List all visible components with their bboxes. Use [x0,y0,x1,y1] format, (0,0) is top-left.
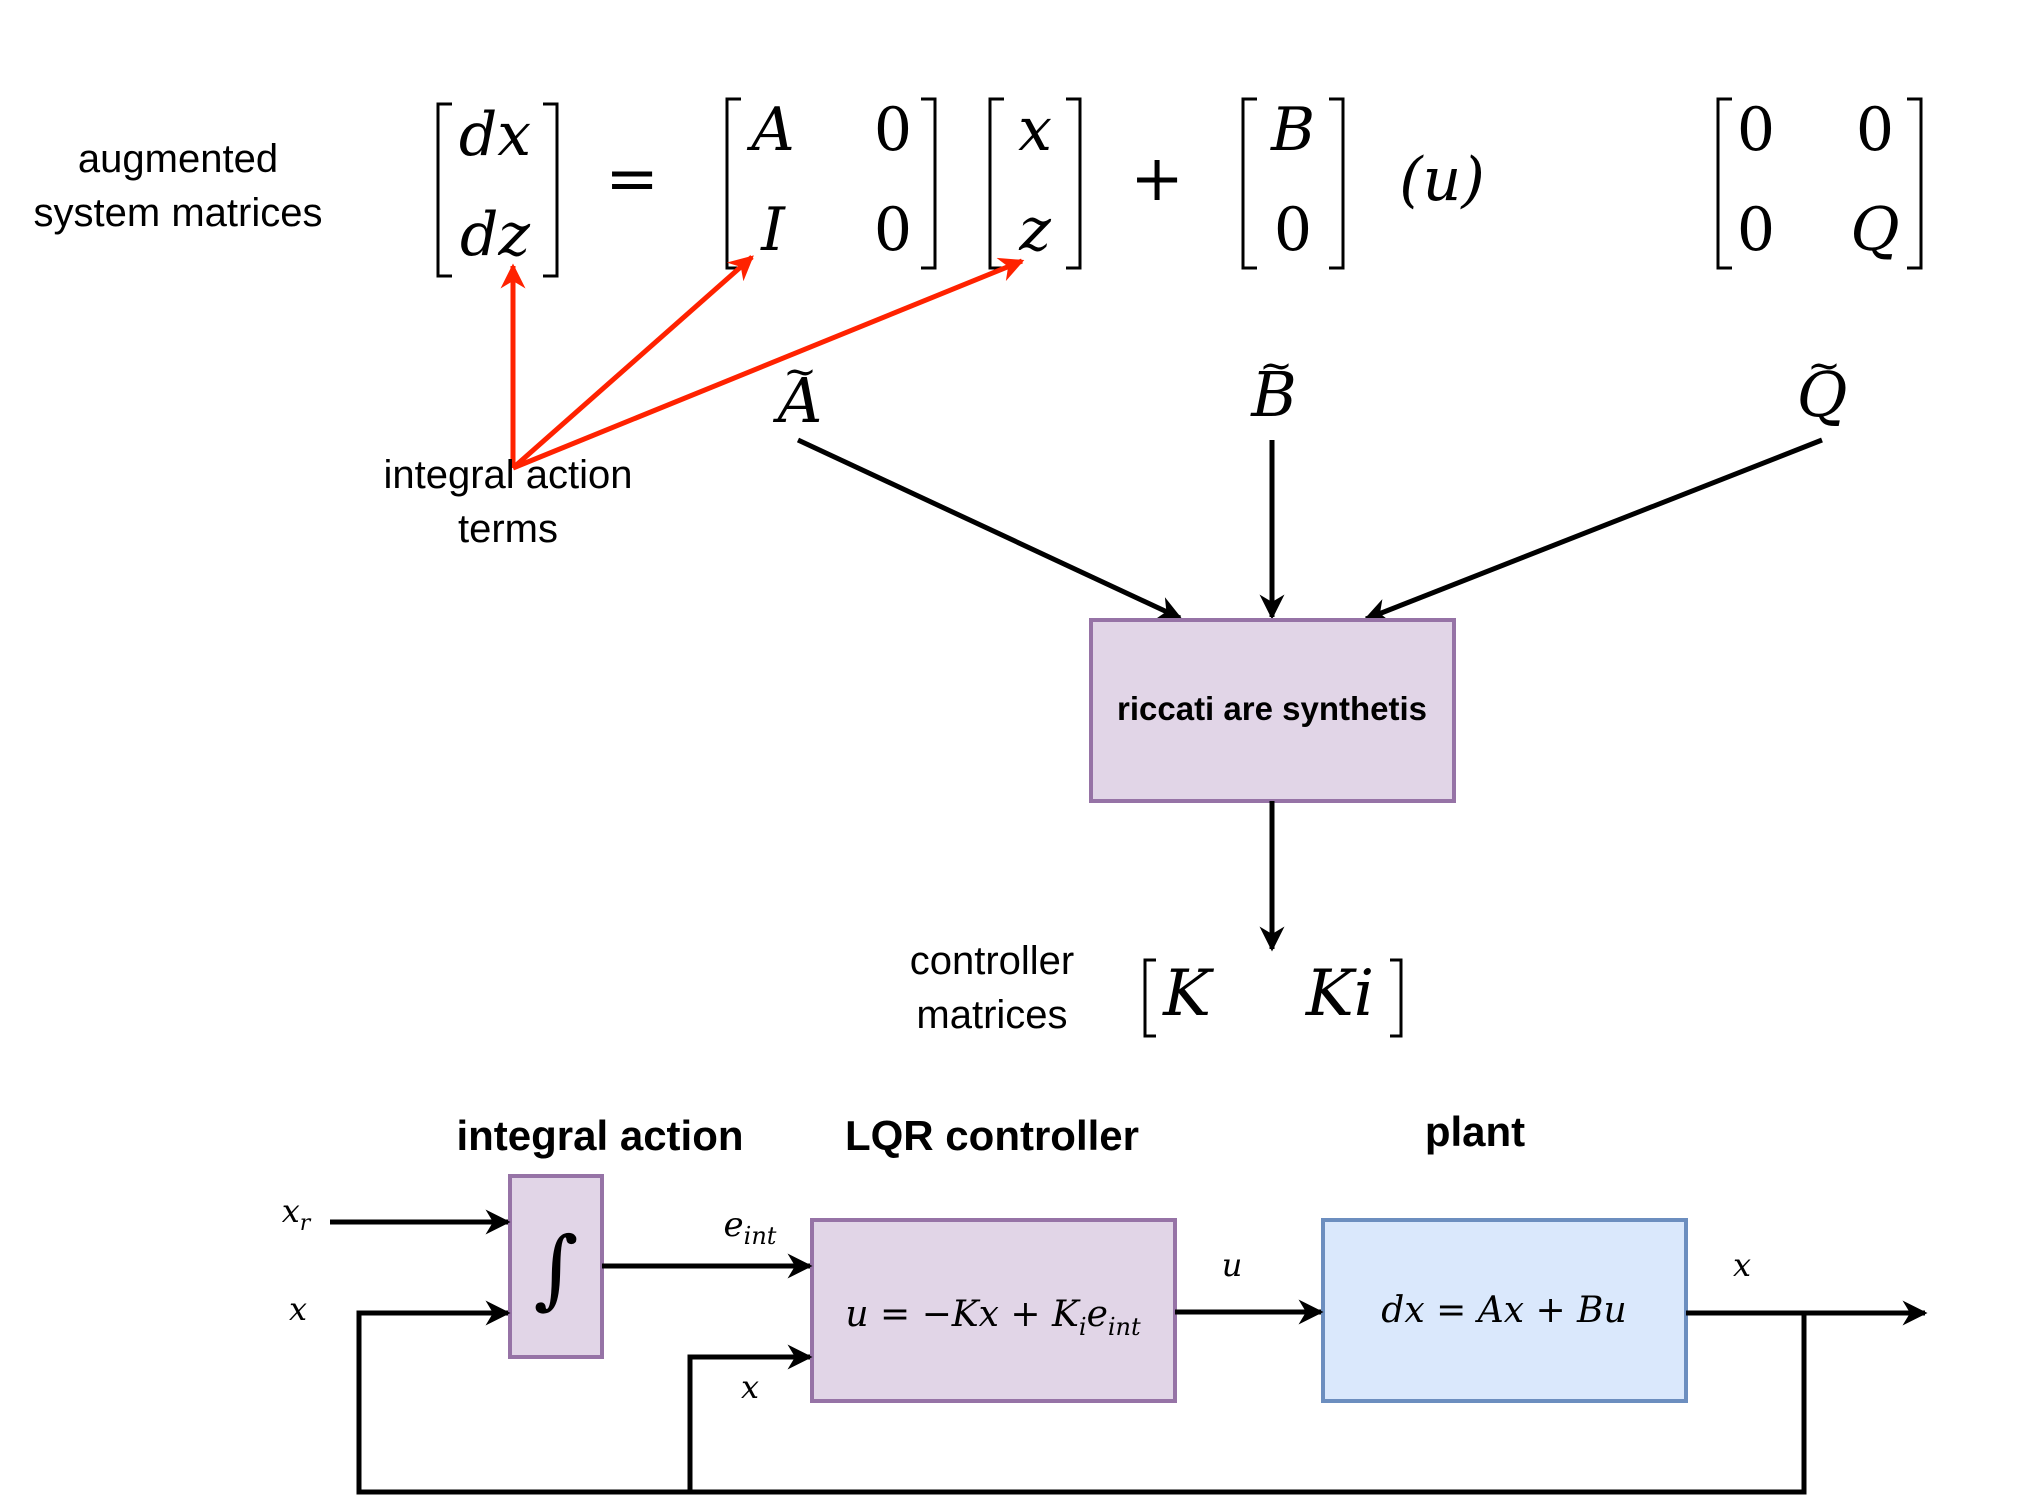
A-r2c2: 0 [874,195,912,265]
plant-block [1321,1218,1688,1403]
lhs-top: dx [459,100,531,170]
integral-block [508,1174,604,1359]
state-bottom: z [1018,195,1051,265]
input-xr-label: xr [282,1192,312,1236]
lqr-equation: u = −Kx + Kieint [845,1294,1141,1341]
augmented-label-line1: augmented [78,137,278,181]
controller-label-line2: matrices [916,993,1067,1037]
Q-tilde-mark: ~ [1807,343,1841,389]
arrow-Qtilde-to-riccati [1363,437,1823,623]
feedback-to-lqr [687,1344,813,1492]
state-top: x [1018,95,1052,165]
B-tilde: B [1250,358,1297,431]
arrow-Atilde-to-riccati [796,437,1183,621]
Q-aug-matrix [1716,97,1923,270]
A-r2c1: I [760,195,786,265]
plant-title: plant [1425,1108,1525,1155]
eint-label: eint [724,1205,777,1250]
integral-terms-label-line2: terms [458,507,558,551]
gain-K: K [1162,957,1214,1031]
lhs-vector [436,102,559,278]
red-arrow-to-z [512,257,1025,471]
input-x-label: x [289,1290,307,1328]
lhs-bottom: dz [460,200,530,270]
Q-r2c2: Q [1850,195,1899,265]
Q-r2c1: 0 [1737,195,1775,265]
riccati-label: riccati are synthetis [1117,690,1427,727]
A-r1c1: A [746,95,794,165]
augmented-label-line2: system matrices [34,191,323,235]
output-x-label: x [1733,1246,1751,1284]
plus-sign: + [1130,142,1184,216]
Q-tilde: Q [1797,358,1848,431]
equals-sign: = [605,142,659,216]
B-tilde-mark: ~ [1259,343,1293,389]
riccati-box [1089,618,1456,803]
gain-matrix-brackets [1143,958,1403,1038]
gain-Ki: Ki [1305,957,1374,1031]
lqr-x-label: x [741,1368,759,1406]
B-aug-vector [1241,97,1345,270]
Q-r1c2: 0 [1856,95,1894,165]
controller-label-line1: controller [910,939,1075,983]
integral-terms-label-line1: integral action [383,453,632,497]
integral-terms-arrows [500,255,1025,471]
A-tilde: A [773,364,823,437]
integral-symbol: ∫ [534,1219,579,1319]
u-label: u [1222,1246,1243,1284]
B-top: B [1270,95,1315,165]
A-tilde-mark: ~ [783,349,817,395]
A-r1c2: 0 [874,95,912,165]
integral-action-title: integral action [456,1112,743,1159]
lqr-block [810,1218,1177,1403]
Q-r1c1: 0 [1737,95,1775,165]
red-arrow-to-I [511,255,754,470]
feedback-to-integral [356,1300,1807,1495]
B-bottom: 0 [1274,195,1312,265]
lqr-controller-title: LQR controller [845,1112,1139,1159]
plant-equation: dx = Ax + Bu [1381,1290,1626,1331]
input-u: (u) [1399,145,1484,215]
